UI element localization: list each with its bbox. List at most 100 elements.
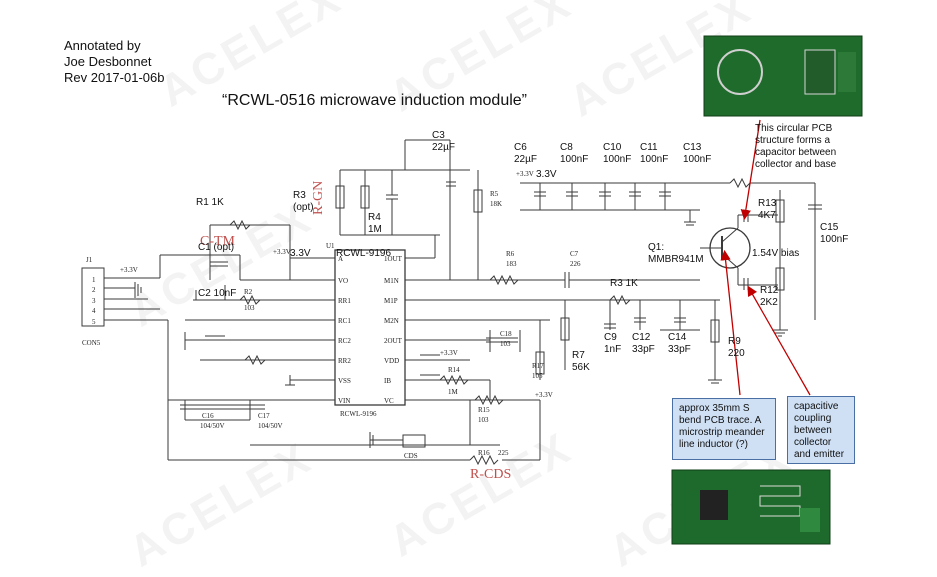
label-plus3v3: +3.3V <box>273 248 291 256</box>
label-c2: C2 10nF <box>198 288 236 299</box>
label-c6: C6 <box>514 142 527 153</box>
ic-part: RCWL-9196 <box>340 410 377 418</box>
ic-pin-label: VDD <box>384 357 399 365</box>
label-r13: R13 <box>758 198 777 209</box>
ic-u1 <box>334 249 406 406</box>
label-r14: R14 <box>448 366 460 374</box>
label-c9-value: 1nF <box>604 344 621 355</box>
ic-pin-label: VIN <box>338 397 350 405</box>
label-r15-value: 103 <box>478 416 489 424</box>
header-line-1: Annotated by <box>64 38 141 53</box>
label-r6-value: 183 <box>506 260 517 268</box>
label-c10-value: 100nF <box>603 154 631 165</box>
label-r3: R3 <box>293 190 306 201</box>
label-c14-value: 33pF <box>668 344 691 355</box>
header-line-2: Joe Desbonnet <box>64 54 152 69</box>
pcb-photo-top <box>703 35 863 117</box>
label-r12-value: 2K2 <box>760 297 778 308</box>
diagram-title: “RCWL-0516 microwave induction module” <box>222 92 528 109</box>
ic-pin-label: IB <box>384 377 391 385</box>
label-q1-value: MMBR941M <box>648 254 704 265</box>
label-c13-value: 100nF <box>683 154 711 165</box>
connector-ref: J1 <box>86 256 93 264</box>
photoresistor-cds <box>402 434 426 448</box>
label-c16: C16 <box>202 412 214 420</box>
label-c8-value: 100nF <box>560 154 588 165</box>
label-c18-value: 103 <box>500 340 511 348</box>
note-microstrip: approx 35mm S bend PCB trace. A microstr… <box>672 398 776 460</box>
label-c12-value: 33pF <box>632 344 655 355</box>
ic-pin-label: 2OUT <box>384 337 403 345</box>
label-r6: R6 <box>506 250 515 258</box>
connector-pin: 2 <box>92 286 96 294</box>
label-c18: C18 <box>500 330 512 338</box>
label-c17: C17 <box>258 412 270 420</box>
connector-j1 <box>81 267 105 327</box>
ic-pin-label: VSS <box>338 377 351 385</box>
connector-pin: 3 <box>92 297 96 305</box>
ic-pin-label: VC <box>384 397 394 405</box>
label-r3-1k: R3 1K <box>610 278 638 289</box>
label-r13-value: 4K7 <box>758 210 776 221</box>
connector-label: CON5 <box>82 339 101 347</box>
label-c11: C11 <box>640 142 658 153</box>
connector-pin: 1 <box>92 276 96 284</box>
label-r14-value: 1M <box>448 388 459 396</box>
label-c17-value: 104/50V <box>258 422 283 430</box>
label-3v3-ic: 3.3V <box>290 248 311 259</box>
connector-pin: 5 <box>92 318 96 326</box>
label-c12: C12 <box>632 332 651 343</box>
label-c15-value: 100nF <box>820 234 848 245</box>
label-c13: C13 <box>683 142 702 153</box>
label-c14: C14 <box>668 332 687 343</box>
label-cds: CDS <box>404 452 418 460</box>
label-r9-value: 220 <box>728 348 745 359</box>
label-plus3v3: +3.3V <box>535 391 553 399</box>
label-c8: C8 <box>560 142 573 153</box>
label-c16-value: 104/50V <box>200 422 225 430</box>
label-r4: R4 <box>368 212 381 223</box>
label-rgn: R-GN <box>311 181 326 215</box>
ic-pin-label: M2N <box>384 317 399 325</box>
label-q1: Q1: <box>648 242 664 253</box>
ic-pin-label: RR2 <box>338 357 351 365</box>
annotation-header: Annotated by Joe Desbonnet Rev 2017-01-0… <box>64 38 164 86</box>
ic-pin-label: RR1 <box>338 297 351 305</box>
label-3v3-rail: 3.3V <box>536 169 557 180</box>
connector-pin: 4 <box>92 307 96 315</box>
label-plus3v3: +3.3V <box>440 349 458 357</box>
ic-ref: U1 <box>326 242 335 250</box>
label-r2-value: 103 <box>244 304 255 312</box>
ic-pin-label: RC2 <box>338 337 351 345</box>
ic-pin-label: VO <box>338 277 348 285</box>
label-c7-value: 226 <box>570 260 581 268</box>
label-c3-value: 22µF <box>432 142 455 153</box>
label-r3-note: (opt) <box>293 202 314 213</box>
label-c3: C3 <box>432 130 445 141</box>
label-c7: C7 <box>570 250 579 258</box>
label-r2: R2 <box>244 288 253 296</box>
label-r16-value: 225 <box>498 449 509 457</box>
label-rcds: R-CDS <box>470 467 511 482</box>
label-c1: C1 (opt) <box>198 242 234 253</box>
label-bias: 1.54V bias <box>752 248 799 259</box>
header-line-3: Rev 2017-01-06b <box>64 70 165 85</box>
label-r16: R16 <box>478 449 490 457</box>
label-r7: R7 <box>572 350 585 361</box>
label-c9: C9 <box>604 332 617 343</box>
label-r17-value: 105 <box>532 372 543 380</box>
label-r5: R5 <box>490 190 499 198</box>
ic-pin-label: M1P <box>384 297 398 305</box>
pcb-photo-bottom <box>671 469 831 545</box>
label-r9: R9 <box>728 336 741 347</box>
ic-pin-label: M1N <box>384 277 399 285</box>
label-c10: C10 <box>603 142 622 153</box>
label-c11-value: 100nF <box>640 154 668 165</box>
label-r4-value: 1M <box>368 224 382 235</box>
ic-pin-label: A <box>338 255 343 263</box>
label-plus3v3: +3.3V <box>120 266 138 274</box>
label-r15: R15 <box>478 406 490 414</box>
note-capacitive-coupling: capacitive coupling between collector an… <box>787 396 855 464</box>
label-r17: R17 <box>532 362 544 370</box>
